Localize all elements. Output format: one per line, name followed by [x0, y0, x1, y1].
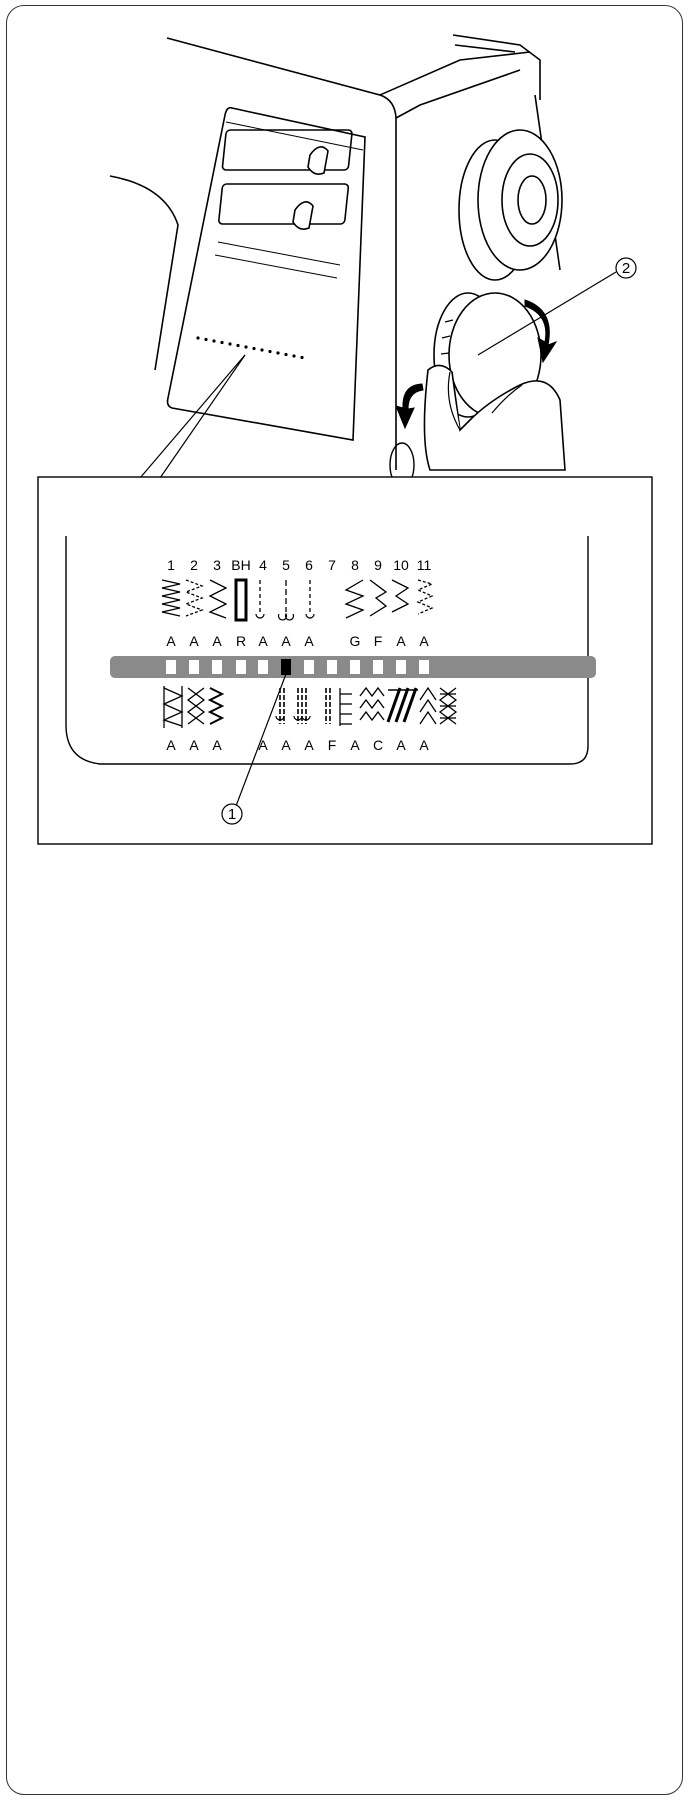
page-frame	[6, 5, 683, 1795]
bottom-foot-letters: A A A A A A F A C A A	[166, 737, 429, 753]
machine-body	[109, 34, 561, 470]
foot-letter-5: A	[281, 633, 291, 649]
foot-letter-3: A	[212, 633, 222, 649]
panel-dot-window	[196, 336, 304, 360]
stitch-feather	[386, 687, 418, 723]
indicator-bar	[110, 656, 596, 678]
callout-1-label: 1	[228, 806, 236, 823]
stitch-elastic-blind	[391, 579, 410, 613]
stitch-rick-rack	[359, 686, 385, 722]
rotation-arrows	[395, 299, 558, 430]
top-stitch-symbols	[161, 578, 434, 622]
stitch-double-overlock	[186, 687, 206, 725]
foot-letter-1: A	[166, 633, 176, 649]
bottom-foot-letter-8: F	[328, 737, 337, 753]
stitch-shell	[416, 579, 434, 615]
pattern-number-9: 9	[374, 557, 382, 573]
pattern-number-5: 5	[282, 557, 290, 573]
top-foot-letters: A A A R A A A G F A A	[166, 633, 429, 649]
pattern-number-8: 8	[351, 557, 359, 573]
pattern-number-2: 2	[190, 557, 198, 573]
stitch-cross	[438, 687, 458, 725]
stitch-multi-zigzag	[344, 579, 365, 619]
stitch-straight-zigzag	[161, 579, 181, 617]
bottom-foot-letter-10: C	[373, 737, 383, 753]
pattern-number-3: 3	[213, 557, 221, 573]
foot-letter-2: A	[189, 633, 199, 649]
pattern-number-bh: BH	[231, 557, 250, 573]
pattern-number-4: 4	[259, 557, 267, 573]
bottom-foot-letter-11: A	[396, 737, 406, 753]
pattern-number-6: 6	[305, 557, 313, 573]
pattern-number-7: 7	[328, 557, 336, 573]
callout-2-label: 2	[622, 260, 630, 277]
top-pattern-numbers: 1 2 3 BH 4 5 6 7 8 9 10 11	[167, 557, 431, 573]
stitch-buttonhole	[234, 578, 248, 622]
bottom-foot-letter-3: A	[212, 737, 222, 753]
bottom-foot-letter-5: A	[258, 737, 268, 753]
stitch-overlock-triangle	[162, 686, 184, 728]
stitch-blind-hem	[369, 579, 388, 617]
pattern-number-1: 1	[167, 557, 175, 573]
bottom-foot-letter-12: A	[419, 737, 429, 753]
foot-letter-8: G	[350, 633, 361, 649]
hand	[423, 364, 566, 471]
callout-2: 2	[477, 257, 637, 356]
foot-letter-9: F	[374, 633, 383, 649]
foot-letter-6: A	[304, 633, 314, 649]
selector-window-outline	[65, 536, 589, 765]
stitch-super-stretch	[207, 687, 225, 725]
stitch-triple-zigzag	[184, 579, 204, 617]
bottom-foot-letter-2: A	[189, 737, 199, 753]
stitch-triple-straight-right	[325, 688, 331, 724]
pattern-number-10: 10	[393, 557, 409, 573]
bottom-foot-letter-1: A	[166, 737, 176, 753]
bottom-foot-letter-6: A	[281, 737, 291, 753]
bottom-foot-letter-9: A	[350, 737, 360, 753]
bottom-foot-letter-7: A	[304, 737, 314, 753]
bottom-stitch-symbols	[162, 686, 458, 728]
foot-letter-10: A	[396, 633, 406, 649]
foot-letter-4: A	[258, 633, 268, 649]
foot-letter-11: A	[419, 633, 429, 649]
selector-panel	[166, 106, 366, 441]
stitch-length-knob	[458, 129, 563, 281]
stitch-double-cross	[419, 686, 437, 725]
zoom-lines	[139, 354, 246, 479]
callout-1: 1	[221, 673, 287, 825]
indicator-slots	[166, 660, 429, 674]
stitch-zigzag	[208, 579, 228, 619]
selected-indicator	[281, 659, 291, 675]
stitch-ladder	[339, 688, 352, 726]
pattern-number-11: 11	[417, 557, 432, 573]
foot-letter-bh: R	[236, 633, 246, 649]
